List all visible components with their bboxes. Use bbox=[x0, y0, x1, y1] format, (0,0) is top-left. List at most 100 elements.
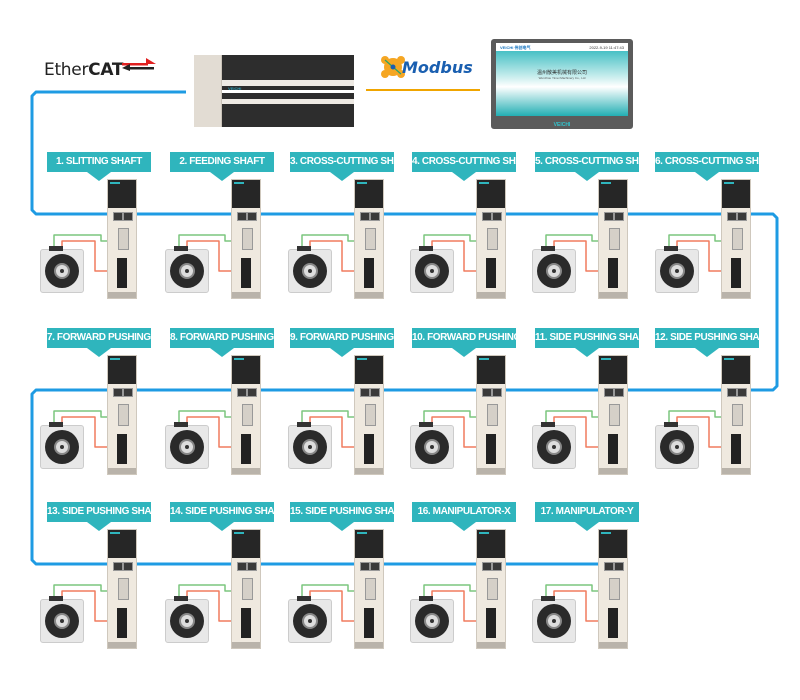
motor-connector bbox=[174, 422, 188, 427]
axis-label-pointer bbox=[452, 348, 476, 357]
motor-connector bbox=[297, 596, 311, 601]
servo-drive bbox=[107, 529, 137, 649]
axis-label-pointer bbox=[330, 172, 354, 181]
servo-drive bbox=[721, 355, 751, 475]
axis-label: 6. CROSS-CUTTING SHAFT 4 bbox=[655, 152, 759, 172]
power-cable bbox=[431, 590, 486, 622]
drive-display-panel bbox=[232, 180, 260, 208]
servo-drive bbox=[107, 179, 137, 299]
motor-shaft bbox=[430, 269, 434, 273]
ethercat-out-port bbox=[614, 562, 624, 571]
encoder-connector bbox=[118, 578, 129, 600]
drive-display-panel bbox=[599, 530, 627, 558]
drive-display-panel bbox=[108, 356, 136, 384]
power-terminal-block bbox=[117, 608, 127, 638]
motor-connector bbox=[664, 246, 678, 251]
servo-drive bbox=[598, 355, 628, 475]
ethercat-in-port bbox=[113, 212, 123, 221]
axis-label-pointer bbox=[575, 172, 599, 181]
servo-drive bbox=[598, 179, 628, 299]
axis-label: 14. SIDE PUSHING SHAFT 4 bbox=[170, 502, 274, 522]
axis-label-pointer bbox=[330, 348, 354, 357]
axis-label: 1. SLITTING SHAFT bbox=[47, 152, 151, 172]
motor-shaft bbox=[185, 269, 189, 273]
drive-base bbox=[477, 468, 505, 474]
axis-label: 11. SIDE PUSHING SHAFT 1 bbox=[535, 328, 639, 348]
drive-base bbox=[232, 292, 260, 298]
servo-motor bbox=[410, 246, 454, 293]
ethercat-out-port bbox=[492, 388, 502, 397]
plc-controller: VEICHI bbox=[194, 55, 354, 127]
axis-label: 15. SIDE PUSHING SHAFT 5 bbox=[290, 502, 394, 522]
power-terminal-block bbox=[486, 258, 496, 288]
drive-display-panel bbox=[599, 180, 627, 208]
servo-motor bbox=[532, 246, 576, 293]
drive-display-panel bbox=[477, 180, 505, 208]
plc-io-strip-bottom bbox=[222, 99, 354, 104]
ethercat-in-port bbox=[604, 388, 614, 397]
motor-connector bbox=[541, 246, 555, 251]
drive-display-panel bbox=[599, 356, 627, 384]
ethercat-in-port bbox=[727, 388, 737, 397]
ethercat-out-port bbox=[370, 212, 380, 221]
power-terminal-block bbox=[241, 608, 251, 638]
ethercat-in-port bbox=[113, 562, 123, 571]
servo-drive bbox=[231, 355, 261, 475]
drive-display-panel bbox=[722, 356, 750, 384]
motor-shaft bbox=[552, 445, 556, 449]
drive-brand-mark bbox=[110, 532, 120, 534]
ethercat-out-port bbox=[247, 388, 257, 397]
motor-shaft bbox=[185, 445, 189, 449]
drive-brand-mark bbox=[479, 182, 489, 184]
power-cable bbox=[309, 416, 364, 448]
axis-label-pointer bbox=[452, 522, 476, 531]
motor-connector bbox=[49, 596, 63, 601]
drive-base bbox=[599, 468, 627, 474]
motor-shaft bbox=[60, 445, 64, 449]
ethercat-logo-prefix: Ether bbox=[44, 60, 89, 80]
power-terminal-block bbox=[608, 608, 618, 638]
hmi-brand: VEICHI 伟创电气 bbox=[500, 45, 531, 50]
drive-brand-mark bbox=[357, 358, 367, 360]
hmi-status-bar: VEICHI 伟创电气 2022-9-19 11:47:43 bbox=[496, 43, 628, 51]
drive-base bbox=[477, 292, 505, 298]
drive-brand-mark bbox=[234, 358, 244, 360]
servo-motor bbox=[288, 422, 332, 469]
encoder-connector bbox=[609, 578, 620, 600]
encoder-connector bbox=[365, 404, 376, 426]
motor-shaft bbox=[675, 445, 679, 449]
encoder-connector bbox=[487, 404, 498, 426]
encoder-connector bbox=[609, 404, 620, 426]
power-cable bbox=[309, 240, 364, 272]
drive-base bbox=[355, 642, 383, 648]
axis-label-pointer bbox=[695, 348, 719, 357]
drive-brand-mark bbox=[110, 358, 120, 360]
servo-drive bbox=[231, 179, 261, 299]
hmi-datetime: 2022-9-19 11:47:43 bbox=[589, 45, 624, 50]
modbus-network-icon bbox=[381, 56, 405, 78]
ethercat-in-port bbox=[482, 212, 492, 221]
motor-shaft bbox=[60, 269, 64, 273]
motor-shaft bbox=[430, 445, 434, 449]
drive-brand-mark bbox=[724, 358, 734, 360]
power-cable bbox=[186, 416, 241, 448]
ethercat-out-port bbox=[123, 212, 133, 221]
power-terminal-block bbox=[241, 258, 251, 288]
servo-drive bbox=[231, 529, 261, 649]
drive-brand-mark bbox=[357, 532, 367, 534]
power-cable bbox=[553, 416, 608, 448]
ethercat-out-port bbox=[247, 212, 257, 221]
axis-label: 16. MANIPULATOR-X bbox=[412, 502, 516, 522]
drive-base bbox=[599, 642, 627, 648]
servo-motor bbox=[655, 422, 699, 469]
hmi-touch-panel: VEICHI 伟创电气 2022-9-19 11:47:43 温州散美机械有限公… bbox=[491, 39, 633, 129]
power-terminal-block bbox=[731, 258, 741, 288]
drive-base bbox=[355, 468, 383, 474]
power-cable bbox=[431, 416, 486, 448]
plc-side-module bbox=[194, 55, 222, 127]
ethercat-in-port bbox=[360, 562, 370, 571]
motor-connector bbox=[419, 422, 433, 427]
axis-label: 10. FORWARD PUSHING SHAFT 4 bbox=[412, 328, 516, 348]
encoder-connector bbox=[118, 228, 129, 250]
drive-base bbox=[722, 468, 750, 474]
